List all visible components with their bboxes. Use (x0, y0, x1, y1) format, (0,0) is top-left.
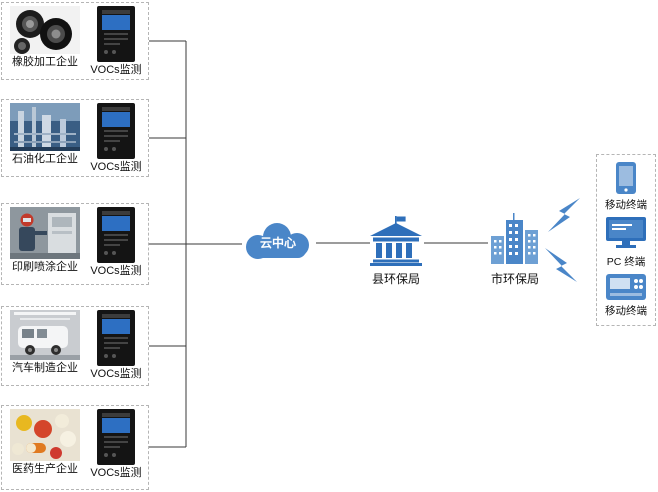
monitor-label: VOCs监测 (90, 467, 142, 479)
enterprise-box-automobile: 汽车制造企业 VOCs监测 (1, 306, 149, 386)
handheld-device-icon (606, 274, 646, 301)
government-building-icon (370, 216, 422, 266)
monitor-label: VOCs监测 (90, 265, 142, 277)
printing-monitor-column: VOCs监测 (88, 207, 144, 278)
rubber-monitor-column: VOCs监测 (88, 6, 144, 77)
medicine-pills-photo (10, 409, 80, 461)
auto-factory-photo (10, 310, 80, 360)
pharmaceutical-photo-column: 医药生产企业 (6, 409, 84, 476)
lightning-bolt-upper-icon (546, 196, 582, 234)
monitor-label: VOCs监测 (90, 64, 142, 76)
printing-photo-column: 印刷喷涂企业 (6, 207, 84, 274)
vocs-monitor-device-icon (97, 310, 135, 366)
spray-worker-photo (10, 207, 80, 259)
petrochemical-photo-column: 石油化工企业 (6, 103, 84, 166)
cloud-center-node: 云中心 (238, 220, 318, 264)
automobile-photo-column: 汽车制造企业 (6, 310, 84, 375)
petrochemical-plant-photo (10, 103, 80, 151)
enterprise-box-rubber: 橡胶加工企业 VOCs监测 (1, 2, 149, 80)
rubber-photo-column: 橡胶加工企业 (6, 6, 84, 69)
pc-terminal-item: PC 终端 (606, 216, 646, 269)
mobile-terminal-item: 移动终端 (605, 161, 647, 212)
vocs-monitor-device-icon (97, 6, 135, 62)
enterprise-label: 橡胶加工企业 (12, 56, 78, 68)
enterprise-label: 印刷喷涂企业 (12, 261, 78, 273)
vocs-monitor-device-icon (97, 409, 135, 465)
enterprise-box-petrochemical: 石油化工企业 VOCs监测 (1, 99, 149, 177)
enterprise-label: 石油化工企业 (12, 153, 78, 165)
mobile-phone-icon (616, 161, 636, 194)
terminal-label: 移动终端 (605, 198, 647, 211)
vocs-monitor-device-icon (97, 103, 135, 159)
cloud-center-label: 云中心 (259, 236, 296, 250)
pc-monitor-icon (606, 216, 646, 248)
vocs-monitor-device-icon (97, 207, 135, 263)
monitor-label: VOCs监测 (90, 161, 142, 173)
county-epa-label: 县环保局 (371, 272, 420, 286)
rubber-factory-photo (10, 6, 80, 54)
petrochemical-monitor-column: VOCs监测 (88, 103, 144, 174)
terminal-label: 移动终端 (605, 305, 647, 318)
lightning-bolt-lower-icon (543, 246, 579, 284)
enterprise-box-printing: 印刷喷涂企业 VOCs监测 (1, 203, 149, 285)
automobile-monitor-column: VOCs监测 (88, 310, 144, 381)
enterprise-label: 汽车制造企业 (12, 362, 78, 374)
county-epa-node: 县环保局 (366, 216, 426, 287)
monitor-label: VOCs监测 (90, 368, 142, 380)
pharmaceutical-monitor-column: VOCs监测 (88, 409, 144, 480)
city-epa-label: 市环保局 (490, 272, 539, 286)
city-epa-node: 市环保局 (487, 212, 543, 287)
terminals-panel: 移动终端 PC 终端 移动终端 (596, 154, 656, 326)
terminal-label: PC 终端 (606, 255, 646, 268)
cloud-icon (246, 223, 309, 259)
city-buildings-icon (491, 213, 538, 264)
enterprise-label: 医药生产企业 (12, 463, 78, 475)
handheld-terminal-item: 移动终端 (605, 274, 647, 318)
enterprise-box-pharmaceutical: 医药生产企业 VOCs监测 (1, 405, 149, 490)
